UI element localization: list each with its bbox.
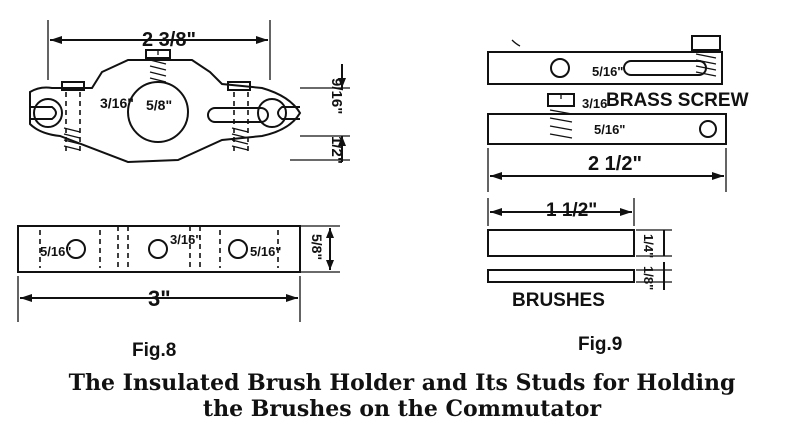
brush-height-1-label: 1/4" <box>641 234 656 258</box>
screw-size-label: 3/16 <box>582 96 607 111</box>
center-hole <box>127 81 189 143</box>
stud-hole <box>228 239 248 259</box>
brush-holder-body <box>29 59 302 164</box>
brush-length-label: 1 1/2" <box>546 200 597 221</box>
insulating-bar <box>17 225 301 273</box>
fig8-bar-view: 5/16" 3/16" 5/16" 5/8" 3" Fig.8 <box>17 225 340 361</box>
stud-hole <box>699 120 717 138</box>
lower-height-label: 1/2" <box>328 136 345 164</box>
stud-bar <box>487 113 727 145</box>
fig9-stud: 3/16 BRASS SCREW 5/16" 2 1/2" <box>487 90 749 192</box>
brush-arm <box>487 51 723 85</box>
brush-thick <box>487 229 635 257</box>
stud-length-label: 2 1/2" <box>588 153 642 175</box>
mid-hole-label: 3/16" <box>170 232 201 247</box>
brush-thin <box>487 269 635 283</box>
fig9-label: Fig.9 <box>578 334 622 355</box>
arm-slot <box>623 60 707 76</box>
fig9-slotted-arm: 5/16" <box>487 35 723 85</box>
hole-size-label: 5/8" <box>146 97 172 113</box>
screw-head-icon <box>61 81 85 91</box>
length-label: 3" <box>148 286 171 311</box>
brushes-label: BRUSHES <box>512 290 605 311</box>
brush-height-2-label: 1/8" <box>641 266 656 290</box>
adjust-slot <box>207 107 269 123</box>
arm-hole <box>550 58 570 78</box>
bar-height-label: 5/8" <box>309 234 325 260</box>
fig8-top-view: 2 3/8" 5/8" <box>29 20 350 164</box>
fig8-label: Fig.8 <box>132 340 176 361</box>
stud-hole <box>148 239 168 259</box>
brass-screw-label: BRASS SCREW <box>606 90 749 111</box>
fig9-brushes: 1 1/2" 1/4" 1/8" BRUSHES Fig.9 <box>487 198 672 355</box>
slot-size-label: 5/16" <box>592 64 623 79</box>
caption-line-2: the Brushes on the Commutator <box>203 396 602 422</box>
screw-head-icon <box>227 81 251 91</box>
screw-head-icon <box>691 35 721 51</box>
top-width-label: 2 3/8" <box>142 29 196 51</box>
screw-size-label: 3/16" <box>100 95 134 111</box>
right-hole-label: 5/16" <box>250 244 281 259</box>
right-height-label: 9/16" <box>328 78 345 114</box>
left-hole-label: 5/16" <box>40 244 71 259</box>
caption-line-1: The Insulated Brush Holder and Its Studs… <box>69 370 736 396</box>
stud-hole <box>66 239 86 259</box>
stud-size-label: 5/16" <box>594 122 625 137</box>
